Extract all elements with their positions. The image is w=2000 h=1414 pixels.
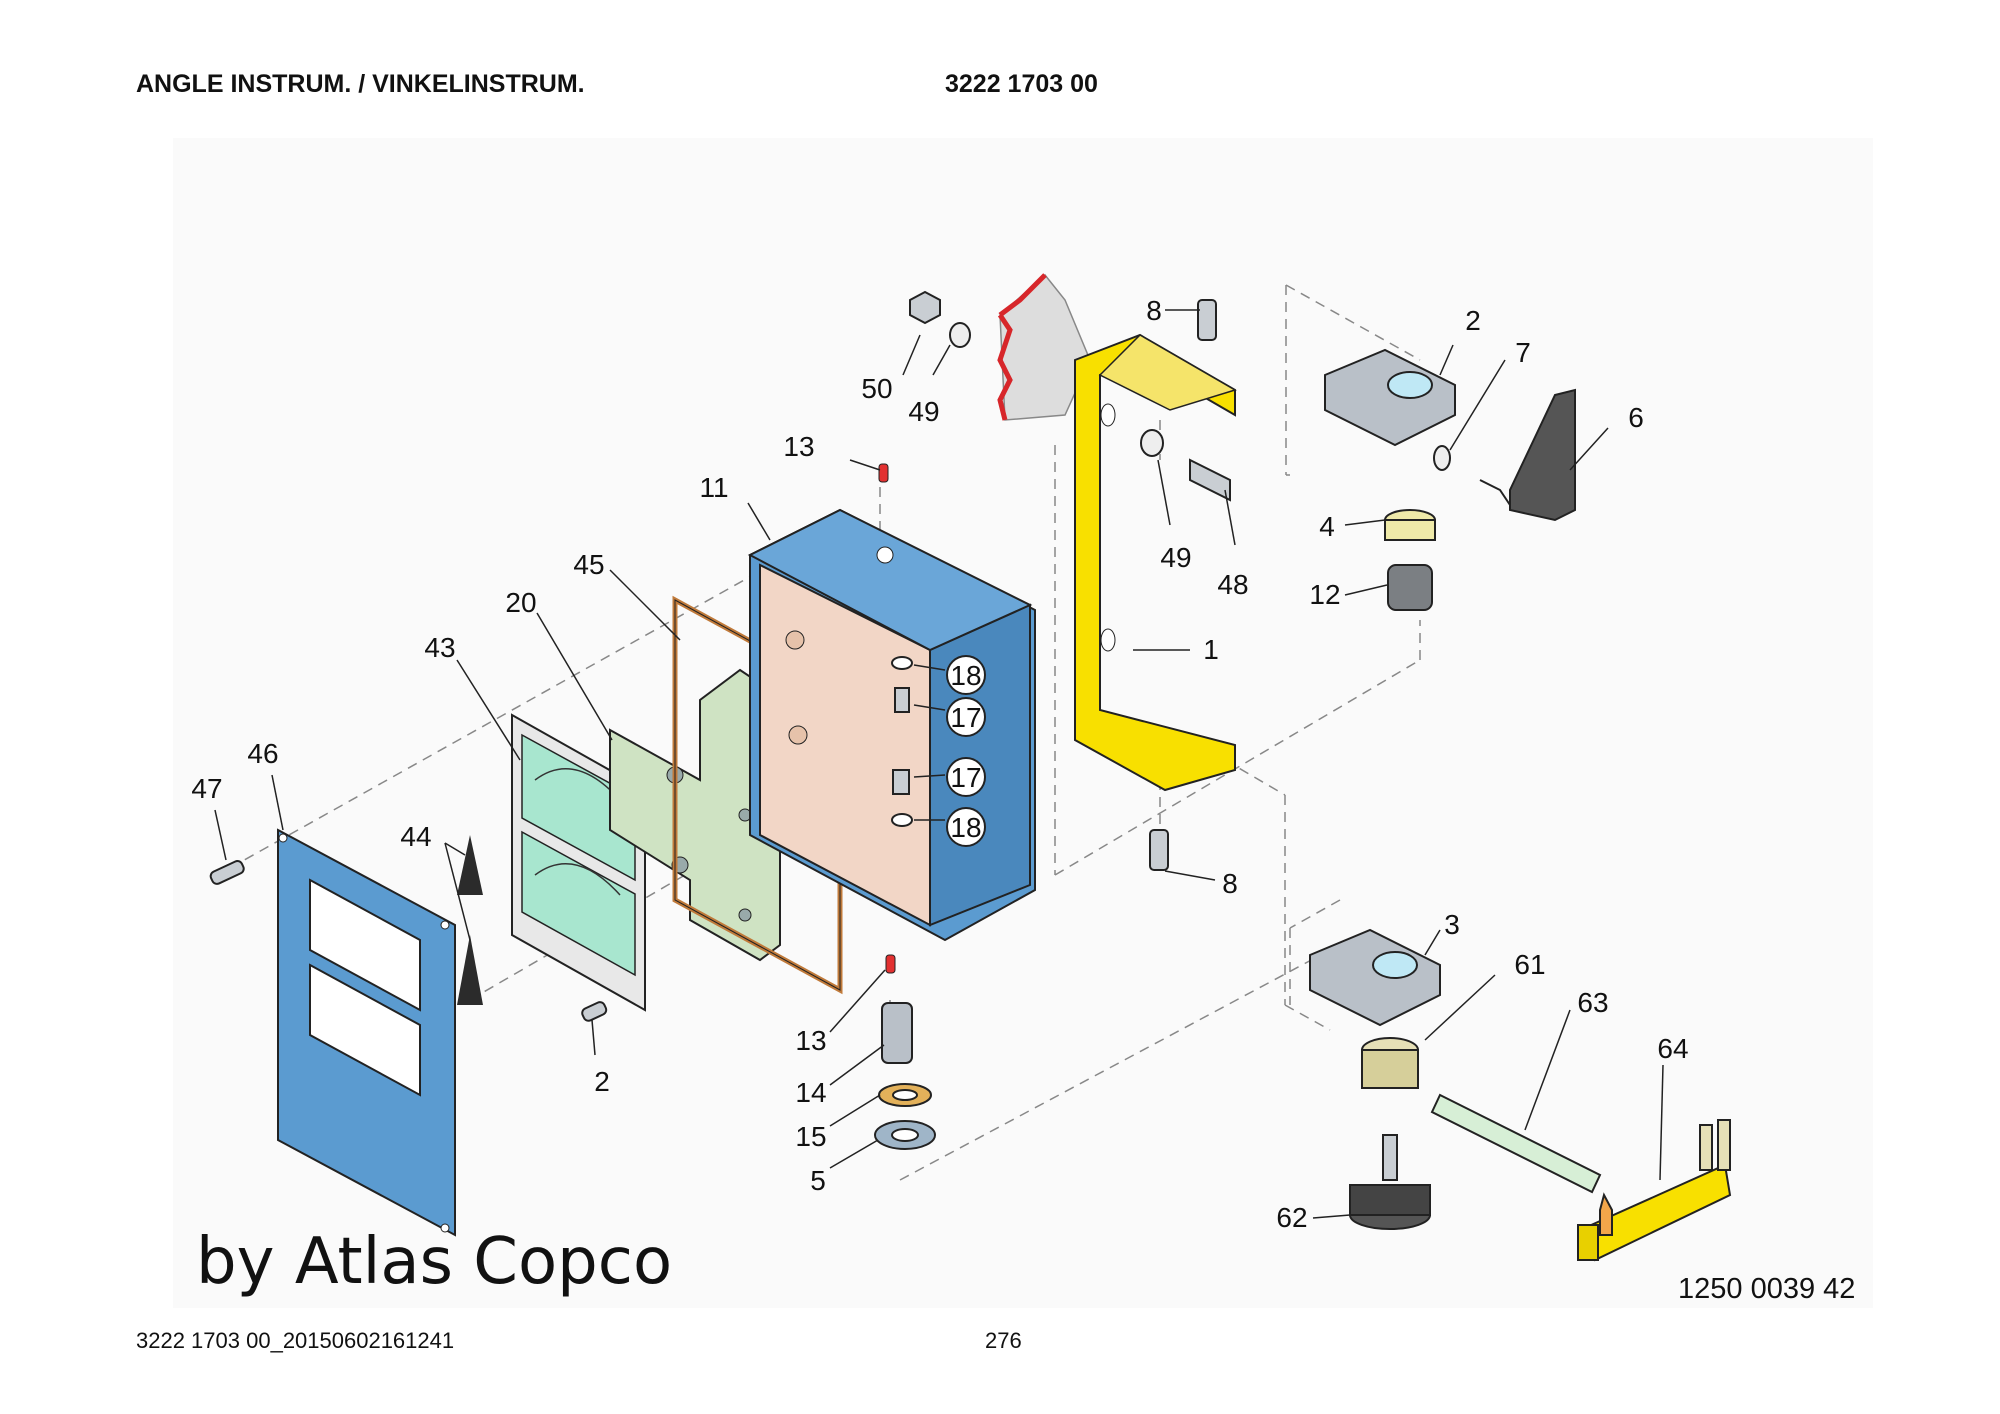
callout-43: 43	[424, 632, 455, 663]
footer-document-id: 3222 1703 00_20150602161241	[136, 1328, 455, 1353]
callout-20: 20	[505, 587, 536, 618]
callout-6: 6	[1628, 402, 1644, 433]
screw-2-lower	[581, 1001, 608, 1022]
lever-6-washer-7	[1433, 388, 1576, 522]
base-64	[1577, 1119, 1732, 1262]
callout-7: 7	[1515, 337, 1531, 368]
part-number: 3222 1703 00	[945, 70, 1098, 98]
clamp-block-2	[1324, 348, 1456, 447]
callout-45: 45	[573, 549, 604, 580]
callout-numbers: 50 49 13 11 45 20 43 46 47 44 2 13 14 15…	[191, 295, 1688, 1233]
callout-62: 62	[1276, 1202, 1307, 1233]
callout-3: 3	[1444, 909, 1460, 940]
callout-49-lower: 49	[1160, 542, 1191, 573]
callout-2-lower: 2	[594, 1066, 610, 1097]
figure-number: 1250 0039 42	[1678, 1273, 1856, 1305]
callout-8-upper: 8	[1146, 295, 1162, 326]
rod-63	[1430, 1093, 1602, 1194]
bushing-stack-14-15-5	[874, 1002, 936, 1150]
document-title: ANGLE INSTRUM. / VINKELINSTRUM.	[136, 70, 585, 98]
bolts-8-48-washer-49	[1140, 299, 1231, 871]
callout-18-upper: 18	[950, 660, 981, 691]
cover-plate-46	[277, 828, 456, 1237]
callout-4: 4	[1319, 511, 1335, 542]
callout-50: 50	[861, 373, 892, 404]
callout-2-upper: 2	[1465, 305, 1481, 336]
callout-13-lower: 13	[795, 1025, 826, 1056]
callout-5: 5	[810, 1165, 826, 1196]
callout-44: 44	[400, 821, 431, 852]
screw-47	[209, 860, 245, 885]
callout-12: 12	[1309, 579, 1340, 610]
callout-14: 14	[795, 1077, 826, 1108]
callout-11: 11	[699, 472, 728, 503]
callout-18-lower: 18	[950, 812, 981, 843]
callout-49-upper: 49	[908, 396, 939, 427]
callout-63: 63	[1577, 987, 1608, 1018]
clamp-block-3	[1309, 928, 1441, 1027]
callout-8-lower: 8	[1222, 868, 1238, 899]
bracket-1	[1074, 333, 1237, 792]
housing-11	[747, 508, 1036, 942]
callout-46: 46	[247, 738, 278, 769]
footer-page-number: 276	[985, 1328, 1022, 1353]
callout-leaders	[214, 309, 1664, 1219]
callout-15: 15	[795, 1121, 826, 1152]
callout-47: 47	[191, 773, 222, 804]
callout-1: 1	[1203, 634, 1219, 665]
nut-50-washer-49	[909, 290, 971, 348]
sleeve-4-knob-12	[1384, 509, 1436, 611]
callout-64: 64	[1657, 1033, 1688, 1064]
callout-17-upper: 17	[950, 702, 981, 733]
callout-circles	[946, 655, 986, 847]
callout-48: 48	[1217, 569, 1248, 600]
pins-13	[878, 463, 896, 974]
watermark: by Atlas Copco	[196, 1225, 673, 1299]
callout-13-upper: 13	[783, 431, 814, 462]
indicator-needles-44	[457, 835, 483, 1005]
callout-17-lower: 17	[950, 762, 981, 793]
hardware-17-18	[891, 656, 913, 827]
callout-61: 61	[1514, 949, 1545, 980]
collar-61-knob-62	[1349, 1037, 1431, 1230]
